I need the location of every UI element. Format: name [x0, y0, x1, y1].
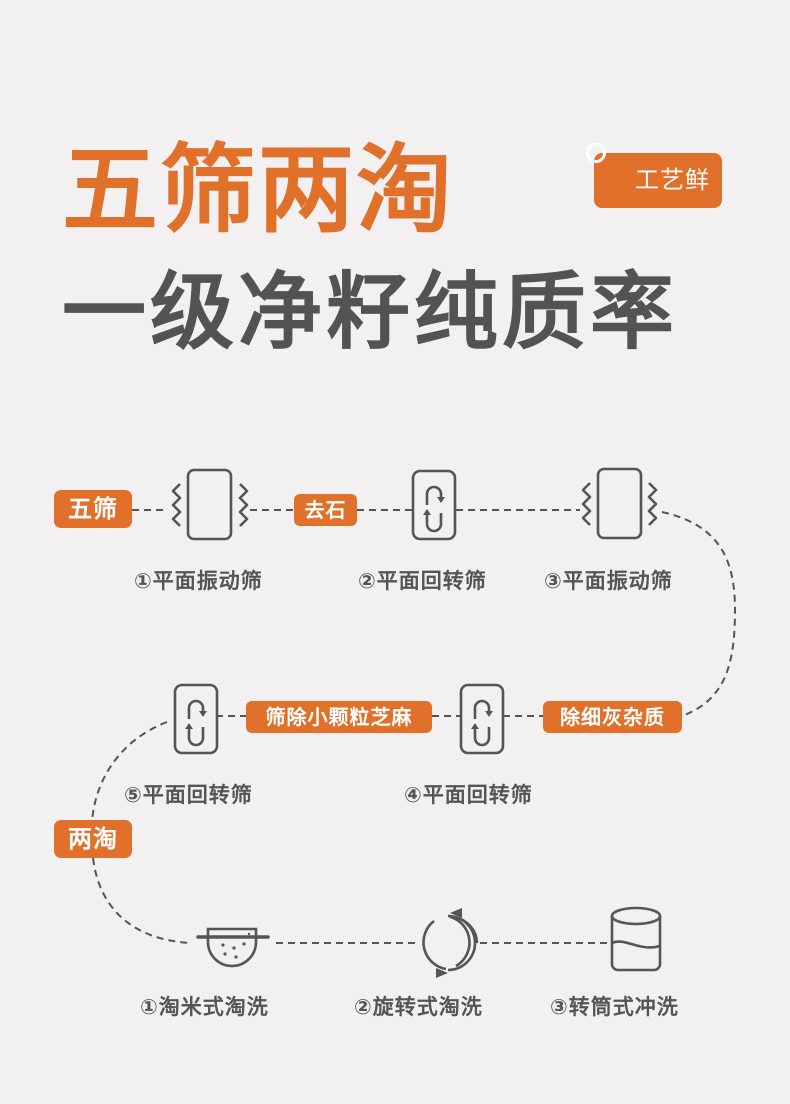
annotation-remove-fine-dust: 除细灰杂质 — [543, 701, 682, 733]
rotation-cycle-icon — [422, 908, 479, 978]
section-tag-sieving: 五筛 — [54, 490, 132, 528]
annotation-remove-stones: 去石 — [294, 494, 357, 526]
connector-curve-left-upper — [91, 721, 168, 823]
step-label-wash-2: ②旋转式淘洗 — [354, 995, 483, 1019]
connector-curve-right — [661, 511, 737, 717]
step-label-sieve-4: ④平面回转筛 — [404, 783, 533, 807]
colander-icon — [196, 927, 270, 968]
craft-badge: 工艺鲜 — [594, 153, 722, 208]
step-label-sieve-5: ⑤平面回转筛 — [124, 783, 253, 807]
vibrating-sieve-icon — [581, 467, 658, 540]
step-label-sieve-1: ①平面振动筛 — [134, 569, 263, 593]
rotary-sieve-icon — [173, 683, 219, 755]
badge-ring-decoration — [586, 143, 606, 163]
connector-curve-left-lower — [92, 857, 191, 944]
step-label-sieve-2: ②平面回转筛 — [358, 569, 487, 593]
step-label-sieve-3: ③平面振动筛 — [544, 569, 673, 593]
step-label-wash-1: ①淘米式淘洗 — [140, 995, 269, 1019]
rotary-sieve-icon — [459, 683, 505, 755]
page-subtitle: 一级净籽纯质率 — [62, 263, 679, 361]
step-label-wash-3: ③转筒式冲洗 — [550, 995, 679, 1019]
annotation-remove-small-seeds: 筛除小颗粒芝麻 — [246, 701, 432, 733]
drum-cylinder-icon — [610, 906, 662, 972]
page-title: 五筛两淘 — [62, 134, 454, 246]
section-tag-washing: 两淘 — [54, 820, 132, 858]
vibrating-sieve-icon — [171, 468, 249, 541]
rotary-sieve-icon — [411, 469, 457, 541]
